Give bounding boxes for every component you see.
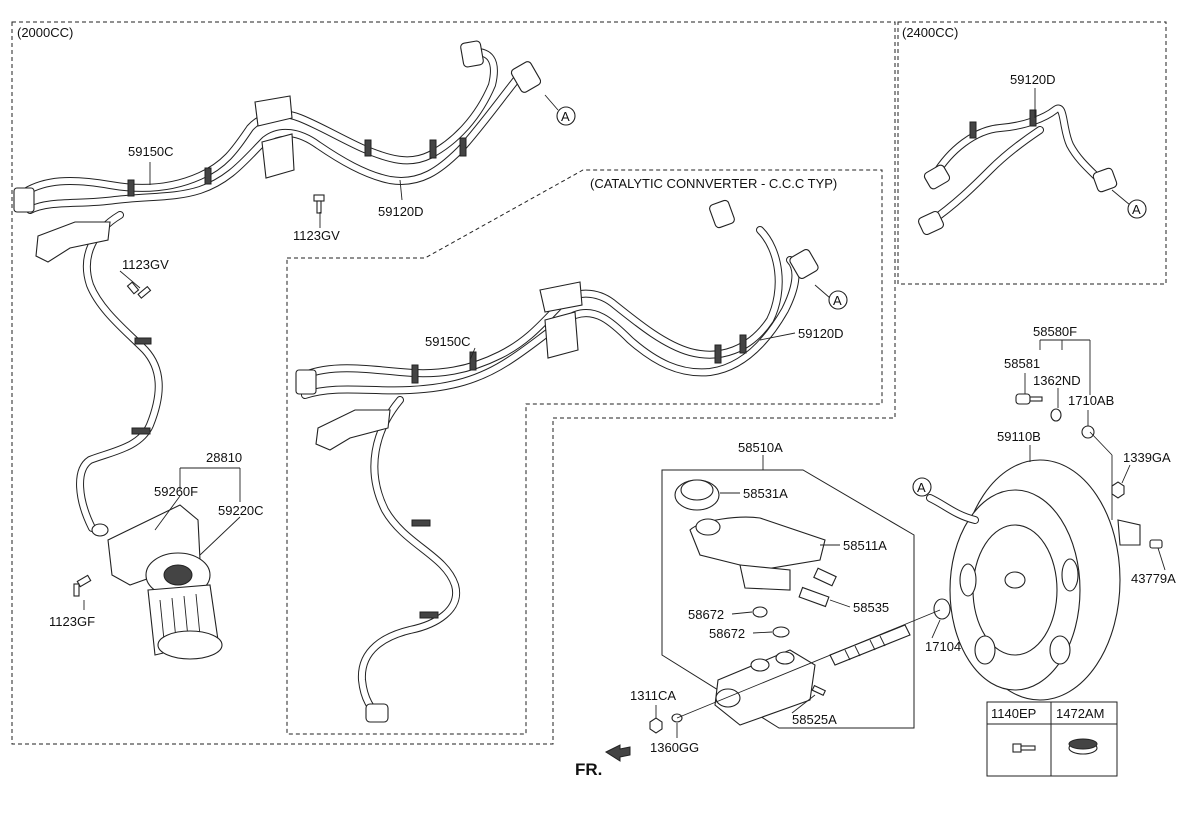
pin-43779a: [1149, 539, 1163, 549]
washer-1362nd: [1050, 408, 1062, 422]
label-58510a: 58510A: [738, 440, 783, 455]
label-43779a: 43779A: [1131, 571, 1176, 586]
label-58581: 58581: [1004, 356, 1040, 371]
section-catalytic-border: [286, 169, 883, 735]
bolt-58525a: [811, 684, 827, 696]
brake-booster: [926, 459, 1141, 701]
bolt-1123gv-upper: [313, 194, 325, 214]
air-pump: [91, 504, 223, 660]
hose-assembly-2000cc: [13, 40, 542, 532]
label-59120d-2400cc: 59120D: [1010, 72, 1056, 87]
section-title-2400cc: (2400CC): [902, 25, 958, 40]
master-cylinder-box: [661, 469, 915, 729]
label-59120d-catalytic: 59120D: [798, 326, 844, 341]
callout-a-booster: A: [912, 477, 932, 497]
svg-text:A: A: [917, 480, 926, 495]
legend-header-1472am: 1472AM: [1056, 706, 1104, 721]
label-58672-upper: 58672: [688, 607, 724, 622]
callout-a-2400cc: A: [1127, 199, 1147, 219]
bolt-1123gv-lower: [126, 281, 152, 299]
o-ring-17104: [933, 598, 951, 620]
front-arrow-icon: [604, 744, 631, 762]
legend-table: 1140EP 1472AM: [986, 701, 1118, 777]
label-58531a: 58531A: [743, 486, 788, 501]
label-17104: 17104: [925, 639, 961, 654]
svg-text:A: A: [833, 293, 842, 308]
leader-lines: [83, 88, 1166, 738]
clip-1710ab: [1081, 425, 1095, 439]
label-1362nd: 1362ND: [1033, 373, 1081, 388]
label-59150c-catalytic: 59150C: [425, 334, 471, 349]
bolt-1123gf: [73, 574, 92, 597]
section-title-2000cc: (2000CC): [17, 25, 73, 40]
hose-assembly-catalytic: [295, 199, 819, 723]
label-58511a: 58511A: [843, 538, 887, 553]
hose-assembly-2400cc: [917, 104, 1118, 236]
hose-clamp-icon: [1068, 738, 1098, 755]
bolt-58581: [1015, 393, 1043, 405]
label-59120d-2000cc: 59120D: [378, 204, 424, 219]
master-cylinder-body: [714, 649, 816, 726]
label-58580f: 58580F: [1033, 324, 1077, 339]
label-59260f: 59260F: [154, 484, 198, 499]
label-58525a: 58525A: [792, 712, 837, 727]
svg-text:A: A: [561, 109, 570, 124]
label-1339ga: 1339GA: [1123, 450, 1171, 465]
section-title-catalytic: (CATALYTIC CONNVERTER - C.C.C TYP): [590, 176, 837, 191]
label-59110b: 59110B: [997, 429, 1041, 444]
piston-spring: [829, 624, 911, 666]
callout-a-2000cc: A: [556, 106, 576, 126]
callout-a-catalytic: A: [828, 290, 848, 310]
section-2000cc-border: [11, 21, 896, 745]
reservoir: [689, 516, 837, 608]
label-1710ab: 1710AB: [1068, 393, 1114, 408]
label-1360gg: 1360GG: [650, 740, 699, 755]
bolt-icon: [1012, 743, 1036, 753]
label-1123gv-lower: 1123GV: [122, 257, 169, 272]
svg-text:FR.: FR.: [575, 760, 602, 779]
label-1311ca: 1311CA: [630, 688, 676, 703]
label-59150c-2000cc: 59150C: [128, 144, 174, 159]
svg-text:A: A: [1132, 202, 1141, 217]
seal-58672-upper: [752, 606, 768, 618]
label-1123gv-upper: 1123GV: [293, 228, 340, 243]
reservoir-cap: [674, 479, 720, 511]
legend-header-1140ep: 1140EP: [991, 706, 1036, 721]
section-2400cc-border: [897, 21, 1167, 285]
label-58535: 58535: [853, 600, 889, 615]
label-28810: 28810: [206, 450, 242, 465]
front-direction-indicator: FR.: [575, 744, 631, 779]
nut-1311ca: [649, 717, 663, 734]
label-1123gf: 1123GF: [49, 614, 95, 629]
seal-58672-lower: [772, 626, 790, 638]
label-58672-lower: 58672: [709, 626, 745, 641]
nut-1339ga: [1111, 481, 1125, 499]
label-59220c: 59220C: [218, 503, 264, 518]
